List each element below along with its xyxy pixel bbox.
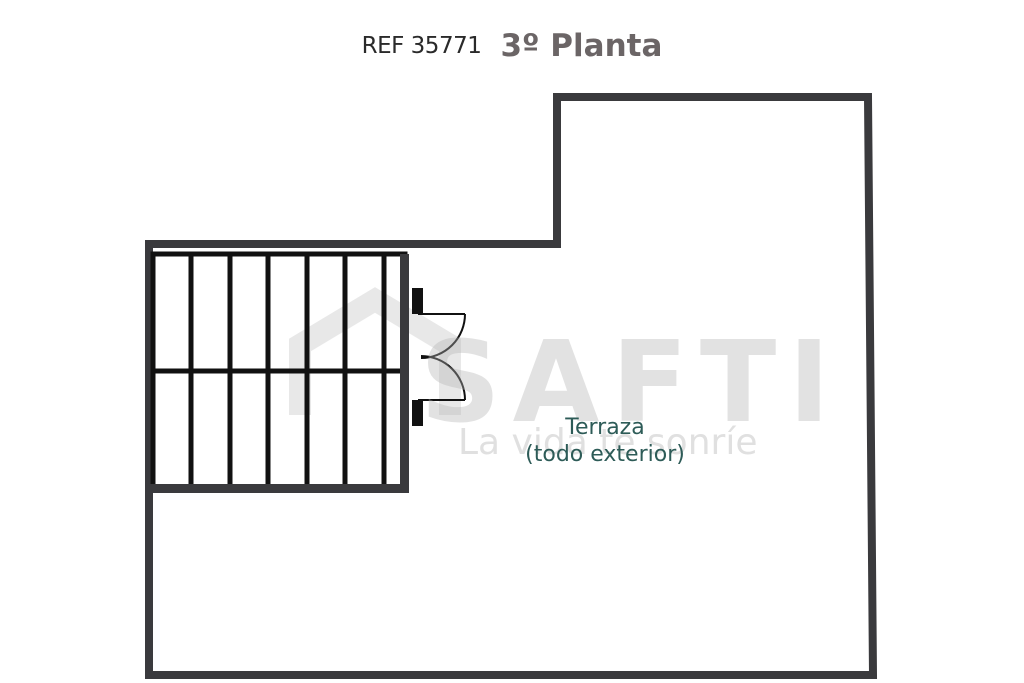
room-name: Terraza — [565, 415, 645, 440]
watermark-slogan: La vida te sonríe — [458, 422, 758, 463]
reference-number: REF 35771 — [361, 33, 482, 59]
floor-name: 3º Planta — [500, 28, 663, 64]
double-door-icon — [412, 288, 466, 426]
exterior-walls — [145, 93, 878, 679]
room-note: (todo exterior) — [525, 442, 685, 467]
staircase — [149, 251, 409, 493]
plan-title: REF 35771 3º Planta — [0, 28, 1024, 64]
room-label-terraza: Terraza (todo exterior) — [480, 414, 730, 468]
watermark-house-icon — [289, 287, 461, 415]
watermark-brand: SAFTI — [420, 318, 842, 448]
